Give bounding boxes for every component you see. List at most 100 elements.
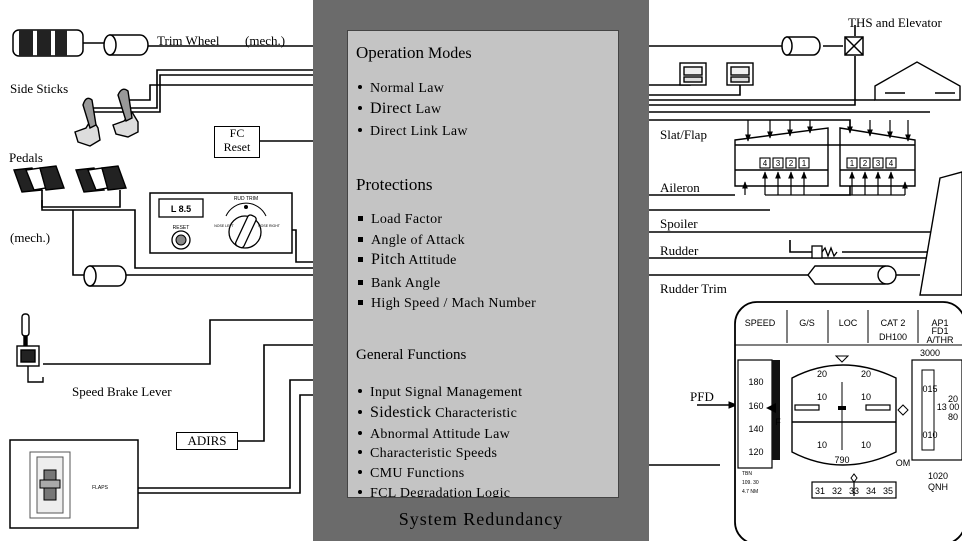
pfd-alt-top: 3000 [920,348,940,358]
fc-reset-button[interactable]: FC Reset [214,126,260,158]
bullet-square-icon [358,216,363,221]
pedal-coupling-icon [83,265,127,287]
operation-mode-item: Normal Law [358,79,444,97]
protection-item: Load Factor [358,210,442,228]
rud-trim-title: RUD TRIM [234,196,258,202]
pfd-fma-athr: A/THR [927,335,955,345]
slat-numbers-right [846,157,897,169]
operation-mode-item: Direct Link Law [358,122,468,140]
rudder-trim-coupling-icon [807,265,920,285]
rudder-label: Rudder [660,243,699,258]
pfd-heading-tick: 32 [832,486,842,496]
pfd-pitch-tick: 10 [861,440,871,450]
bullet-icon [358,389,362,393]
pfd-heading-tick: 34 [866,486,876,496]
bullet-square-icon [358,257,363,262]
item-text: Bank Angle [371,276,441,291]
rud-trim-display: L 8.5 [171,204,191,214]
pedals-icon [13,165,127,193]
rudder-trim-label: Rudder Trim [660,281,727,296]
pfd-qnh-label: QNH [928,482,948,492]
pfd-heading-tick: 31 [815,486,825,496]
ths-gearbox-icon [844,36,864,56]
pfd-label: PFD [690,389,714,404]
pfd-pitch-tick: 10 [817,392,827,402]
bullet-square-icon [358,237,363,242]
trim-wheel-icon [12,29,110,57]
pfd-pitch-tick: 10 [817,440,827,450]
bullet-icon [358,410,362,414]
ths-coupling-icon [781,36,821,56]
pfd-alt-value: 20 [948,394,958,404]
item-emphasis: Pitch [371,251,406,268]
protection-item: High Speed / Mach Number [358,294,536,312]
pedals-label: Pedals [9,150,43,165]
pfd-speed-tick: 180 [748,377,763,387]
spoiler-label: Spoiler [660,216,698,231]
pfd-speed-tick: 160 [748,401,763,411]
general-function-item: Characteristic Speeds [358,444,497,462]
item-text: CMU Functions [370,466,465,481]
speed-brake-lever-icon [16,313,44,383]
side-sticks-icon [74,88,139,147]
wing-surfaces-icon [734,127,916,187]
fc-reset-line2: Reset [223,139,251,154]
pfd-pitch-tick: 20 [817,369,827,379]
trim-wheel-coupling-icon [103,34,149,56]
bullet-square-icon [358,280,363,285]
bullet-icon [358,450,362,454]
trim-wheel-label: Trim Wheel [157,33,220,48]
general-function-item: Sidestick Characteristic [358,404,517,422]
general-function-item: Abnormal Attitude Law [358,425,510,443]
flaps-lever-panel [9,439,139,529]
slat-number: 2 [789,159,794,168]
pedals-mech-label: (mech.) [10,230,51,245]
protection-item: Pitch Attitude [358,251,457,269]
pfd-speed-tick: 120 [748,447,763,457]
item-text: Law [411,102,442,117]
pfd-flaps-marker: F [775,417,781,427]
slat-flap-arrows [742,120,911,196]
pfd-speed-tick: 140 [748,424,763,434]
pfd-alt-value: 010 [922,430,937,440]
general-function-item: CMU Functions [358,464,465,482]
operation-modes-title-rest: Modes [423,45,472,62]
general-functions-title: General Functions [356,347,467,363]
bullet-icon [358,490,362,494]
bullet-icon [358,470,362,474]
pfd-alt-value: 13 00 [937,402,960,412]
bullet-square-icon [358,300,363,305]
pfd-heading-tick: 33 [849,486,859,496]
rud-trim-nose-right: NOSE RIGHT [258,224,281,228]
pfd-alt-value: 80 [948,412,958,422]
pfd-fma-dh: DH100 [879,332,907,342]
pfd-ils-freq: 109. 30 [742,480,759,486]
item-text: Input Signal Management [370,385,523,400]
aileron-label: Aileron [660,180,700,195]
protections-title: Protections [356,175,433,194]
bullet-icon [358,128,362,132]
item-text: Normal Law [370,81,445,96]
item-text: Characteristic [431,406,518,421]
protection-item: Angle of Attack [358,231,465,249]
item-text: Load Factor [371,212,443,227]
protection-item: Bank Angle [358,274,441,292]
pfd-fma-fd: FD1 [931,326,948,336]
rudder-actuator-icon [811,245,838,259]
operation-modes-title-big: Operation [356,43,424,62]
pfd-ils-ident: TBN [742,471,752,477]
slat-number: 4 [889,159,894,168]
pfd-pitch-tick: 10 [861,392,871,402]
pfd-fma-speed: SPEED [745,318,776,328]
adirs-box: ADIRS [176,432,238,450]
slat-number: 3 [776,159,781,168]
bullet-icon [358,106,362,110]
pfd-fma-gs: G/S [799,318,815,328]
slat-flap-label: Slat/Flap [660,127,707,142]
pfd-display [734,301,962,541]
item-text: FCL Degradation Logic [370,486,511,498]
operation-modes-title: Operation Modes [356,43,472,63]
item-text: Attitude [405,253,457,268]
flight-control-laws-panel: Operation Modes Normal Law Direct Law Di… [347,30,619,498]
